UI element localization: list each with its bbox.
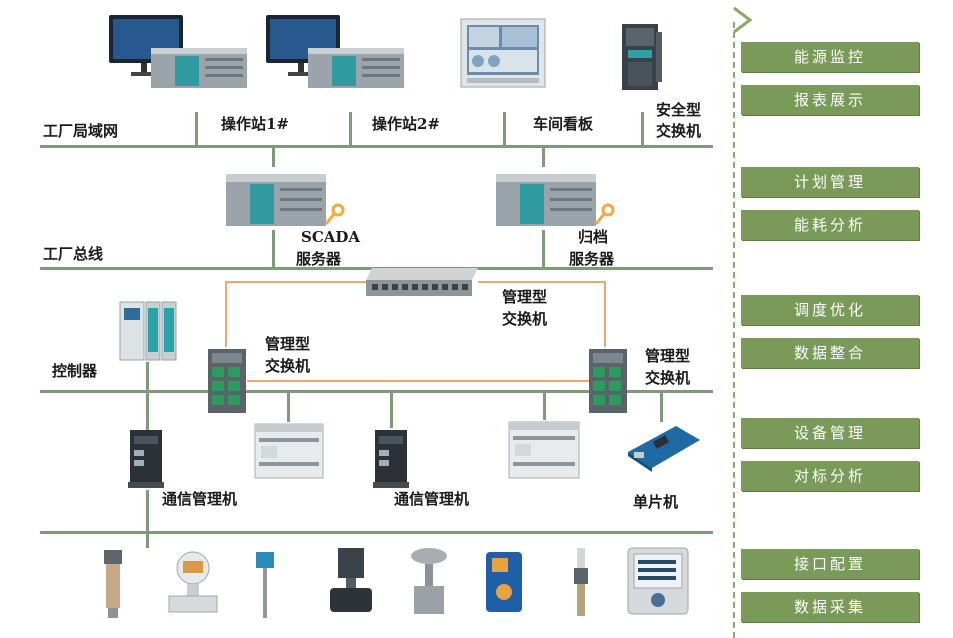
pneumatic-valve-icon [411, 548, 447, 614]
hmi-panel-icon [460, 18, 546, 88]
control-network-bus [40, 390, 713, 393]
managed-switch-right-icon [589, 349, 627, 413]
flowmeter-icon [168, 551, 218, 613]
archive-uplink [542, 147, 545, 167]
operator-station-1-label: 操作站1# [221, 115, 290, 133]
lan-divider-4 [641, 112, 644, 146]
ring-top-left [225, 281, 367, 283]
control-valve-icon [330, 548, 372, 612]
interface-config-button[interactable]: 接口配置 [741, 549, 919, 579]
scada-downlink [272, 230, 275, 268]
archive-label-2: 服务器 [569, 250, 615, 268]
analyzer-probe-icon [574, 548, 588, 616]
archive-label-1: 归档 [578, 228, 609, 246]
field-device-bus [40, 531, 713, 534]
factory-lan-bus [40, 145, 713, 148]
safety-switch-label-2: 交换机 [656, 122, 702, 140]
ring-bottom [247, 380, 591, 382]
comm-manager-2-label: 通信管理机 [394, 490, 470, 508]
comm-manager-2-link [390, 392, 393, 428]
mcu-link [660, 392, 663, 422]
plc-2-link [543, 392, 546, 420]
controller-link [146, 362, 149, 392]
ring-top-right [478, 281, 606, 283]
managed-switch-left-icon [208, 349, 246, 413]
managed-switch-center-label-1: 管理型 [502, 288, 548, 306]
managed-switch-right-label-1: 管理型 [645, 347, 691, 365]
pressure-transmitter-icon [104, 550, 122, 618]
operator-station-2-label: 操作站2# [372, 115, 441, 133]
data-collection-button[interactable]: 数据采集 [741, 592, 919, 622]
plc-2-icon [508, 421, 580, 479]
dosing-pump-icon [486, 552, 522, 612]
managed-switch-left-label-1: 管理型 [265, 335, 311, 353]
field-link [146, 490, 149, 548]
scada-server-icon [226, 174, 345, 226]
managed-switch-left-label-2: 交换机 [265, 357, 311, 375]
lan-divider-2 [349, 112, 352, 146]
operator-station-2-icon [266, 15, 404, 88]
workshop-board-label: 车间看板 [533, 115, 594, 133]
archive-downlink [542, 230, 545, 268]
mcu-label: 单片机 [633, 493, 679, 511]
sidebar-divider [733, 22, 735, 638]
plan-management-button[interactable]: 计划管理 [741, 167, 919, 197]
managed-switch-center-label-2: 交换机 [502, 310, 548, 328]
dispatch-optimization-button[interactable]: 调度优化 [741, 295, 919, 325]
managed-switch-right-label-2: 交换机 [645, 369, 691, 387]
plc-1-icon [254, 423, 324, 479]
lan-divider-3 [503, 112, 506, 146]
comm-manager-2-icon [373, 430, 409, 488]
comm-manager-1-label: 通信管理机 [162, 490, 238, 508]
data-integration-button[interactable]: 数据整合 [741, 338, 919, 368]
display-meter-icon [627, 547, 689, 615]
report-display-button[interactable]: 报表展示 [741, 85, 919, 115]
equipment-management-button[interactable]: 设备管理 [741, 418, 919, 448]
controller-plc-icon [119, 301, 177, 361]
energy-analysis-button[interactable]: 能耗分析 [741, 210, 919, 240]
benchmark-analysis-button[interactable]: 对标分析 [741, 461, 919, 491]
scada-label-1: SCADA [301, 228, 361, 246]
ring-right-vertical [604, 281, 606, 347]
safety-switch-icon [622, 24, 662, 90]
plc-1-link [287, 392, 290, 422]
factory-lan-label: 工厂局域网 [43, 122, 119, 140]
archive-server-icon [496, 174, 615, 226]
ring-left-vertical [225, 281, 227, 347]
managed-switch-center-icon [366, 268, 478, 296]
scada-label-2: 服务器 [296, 250, 342, 268]
lan-divider-1 [195, 112, 198, 146]
comm-manager-1-link [146, 392, 149, 430]
comm-manager-1-icon [128, 430, 164, 488]
operator-station-1-icon [109, 15, 247, 88]
temperature-sensor-icon [256, 552, 274, 618]
factory-fieldbus-label: 工厂总线 [43, 245, 104, 263]
controller-label: 控制器 [52, 362, 98, 380]
scada-uplink [272, 147, 275, 167]
sidebar-chevron-icon [733, 6, 753, 34]
energy-monitoring-button[interactable]: 能源监控 [741, 42, 919, 72]
mcu-board-icon [628, 426, 700, 472]
safety-switch-label-1: 安全型 [656, 101, 702, 119]
